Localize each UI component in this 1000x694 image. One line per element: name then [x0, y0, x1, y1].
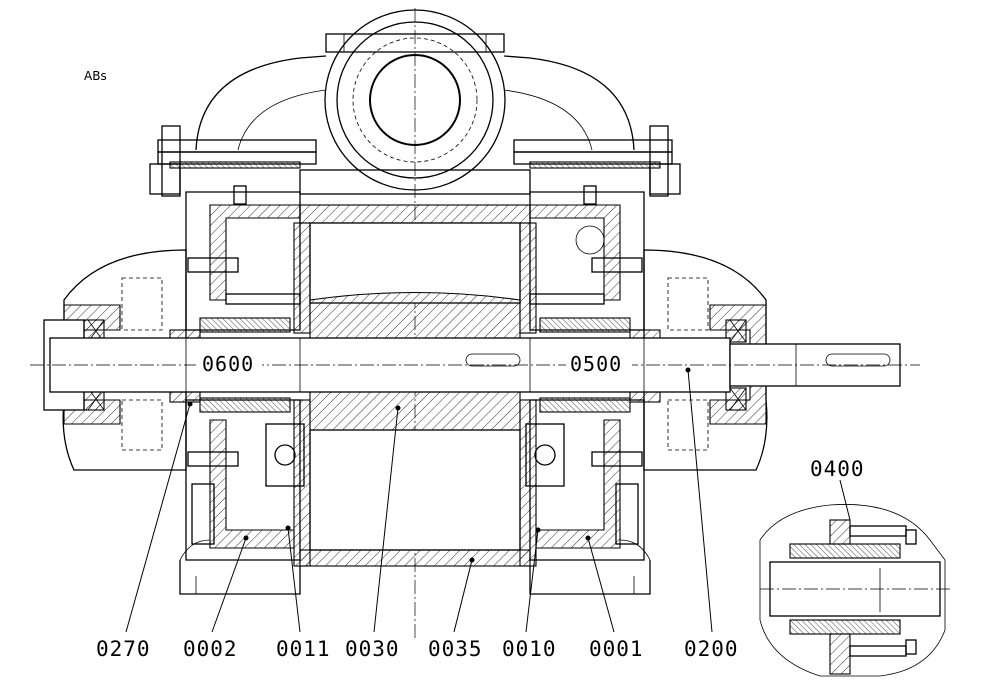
- shaft-seals: [169, 317, 661, 487]
- part-leaders: [125, 367, 713, 633]
- leader-0035: [453, 559, 473, 633]
- shaft-label-right: 0500: [570, 352, 622, 376]
- leader-0001: [587, 537, 615, 633]
- right-bearing-housing: [643, 249, 768, 471]
- part-label-0035: 0035: [428, 637, 483, 661]
- shaft-label-right-bg: [566, 352, 632, 376]
- part-labels: 0270 0002 0011 0030 0035 0010 0001 0200: [96, 637, 739, 661]
- detail-view: [759, 504, 950, 677]
- casing-body: [179, 191, 651, 595]
- leader-0011: [287, 527, 301, 633]
- leader-0030: [373, 407, 399, 633]
- shaft-label-left-bg: [196, 352, 262, 376]
- part-label-0011: 0011: [276, 637, 331, 661]
- leader-0002: [211, 537, 247, 633]
- leader-0270: [125, 403, 191, 633]
- part-label-0002: 0002: [183, 637, 238, 661]
- leader-0200: [687, 369, 713, 633]
- shaft: [30, 337, 920, 393]
- part-label-0270: 0270: [96, 637, 151, 661]
- part-label-0200: 0200: [684, 637, 739, 661]
- part-label-0030: 0030: [345, 637, 400, 661]
- detail-label: 0400: [810, 457, 865, 481]
- part-label-0001: 0001: [589, 637, 644, 661]
- part-label-0010: 0010: [502, 637, 557, 661]
- top-casing: [149, 8, 681, 640]
- detail-leader: [839, 479, 851, 521]
- bolts: [187, 185, 643, 545]
- drawing-code: ABs: [84, 69, 107, 83]
- shaft-label-left: 0600: [202, 352, 254, 376]
- leader-0010: [525, 529, 539, 633]
